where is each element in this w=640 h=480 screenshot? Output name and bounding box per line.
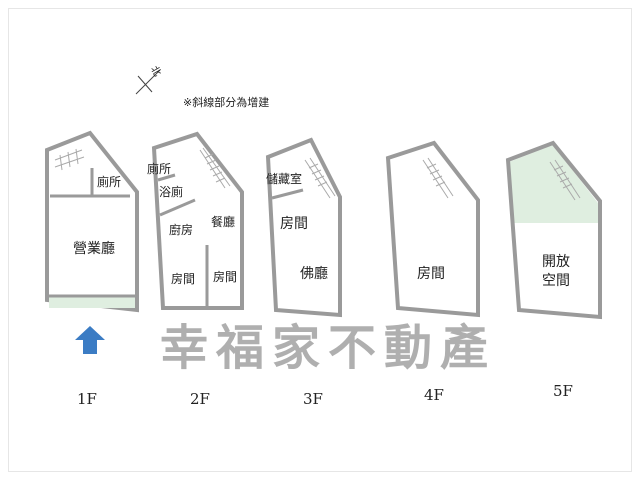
floor-2f-outline [151,131,244,310]
floor-label: 1F [77,390,97,408]
floor-label: 2F [190,390,210,408]
floor-5f-outline [505,140,602,320]
floor-label: 4F [424,386,444,404]
room-label: 佛廳 [300,266,328,282]
north-arrow [135,69,161,95]
room-label: 開放 [542,254,570,270]
room-label: 空間 [542,273,570,289]
room-label: 房間 [213,270,238,284]
room-label: 營業廳 [73,241,115,257]
floor-3f-outline [265,137,342,318]
wall [271,188,304,200]
addition-1f [49,296,135,308]
floor-label: 5F [553,382,573,400]
room-label: 儲藏室 [266,172,303,186]
stairs-4f [422,157,454,199]
room-label: 廚房 [169,223,194,237]
room-label: 房間 [171,272,196,286]
floor-label: 3F [303,390,323,408]
stairs-5f [549,159,581,201]
frame [8,8,632,472]
stairs-3f [304,157,336,199]
room-label: 浴廁 [159,185,184,199]
room-label: 餐廳 [211,215,236,229]
entrance-arrow-icon [75,326,105,354]
floor-4f-outline [385,140,480,318]
room-label: 廁所 [147,162,172,176]
watermark: 幸福家不動產 [160,320,497,376]
room-label: 廁所 [97,175,122,189]
stairs-1f [54,148,85,171]
room-label: 房間 [280,216,308,232]
room-label: 房間 [417,266,445,282]
stairs-2f [199,147,231,189]
floor-1f-outline [45,130,139,313]
wall [159,198,196,217]
note: ※斜線部分為增建 [183,96,270,109]
addition-5f [509,145,598,223]
wall [157,173,176,182]
